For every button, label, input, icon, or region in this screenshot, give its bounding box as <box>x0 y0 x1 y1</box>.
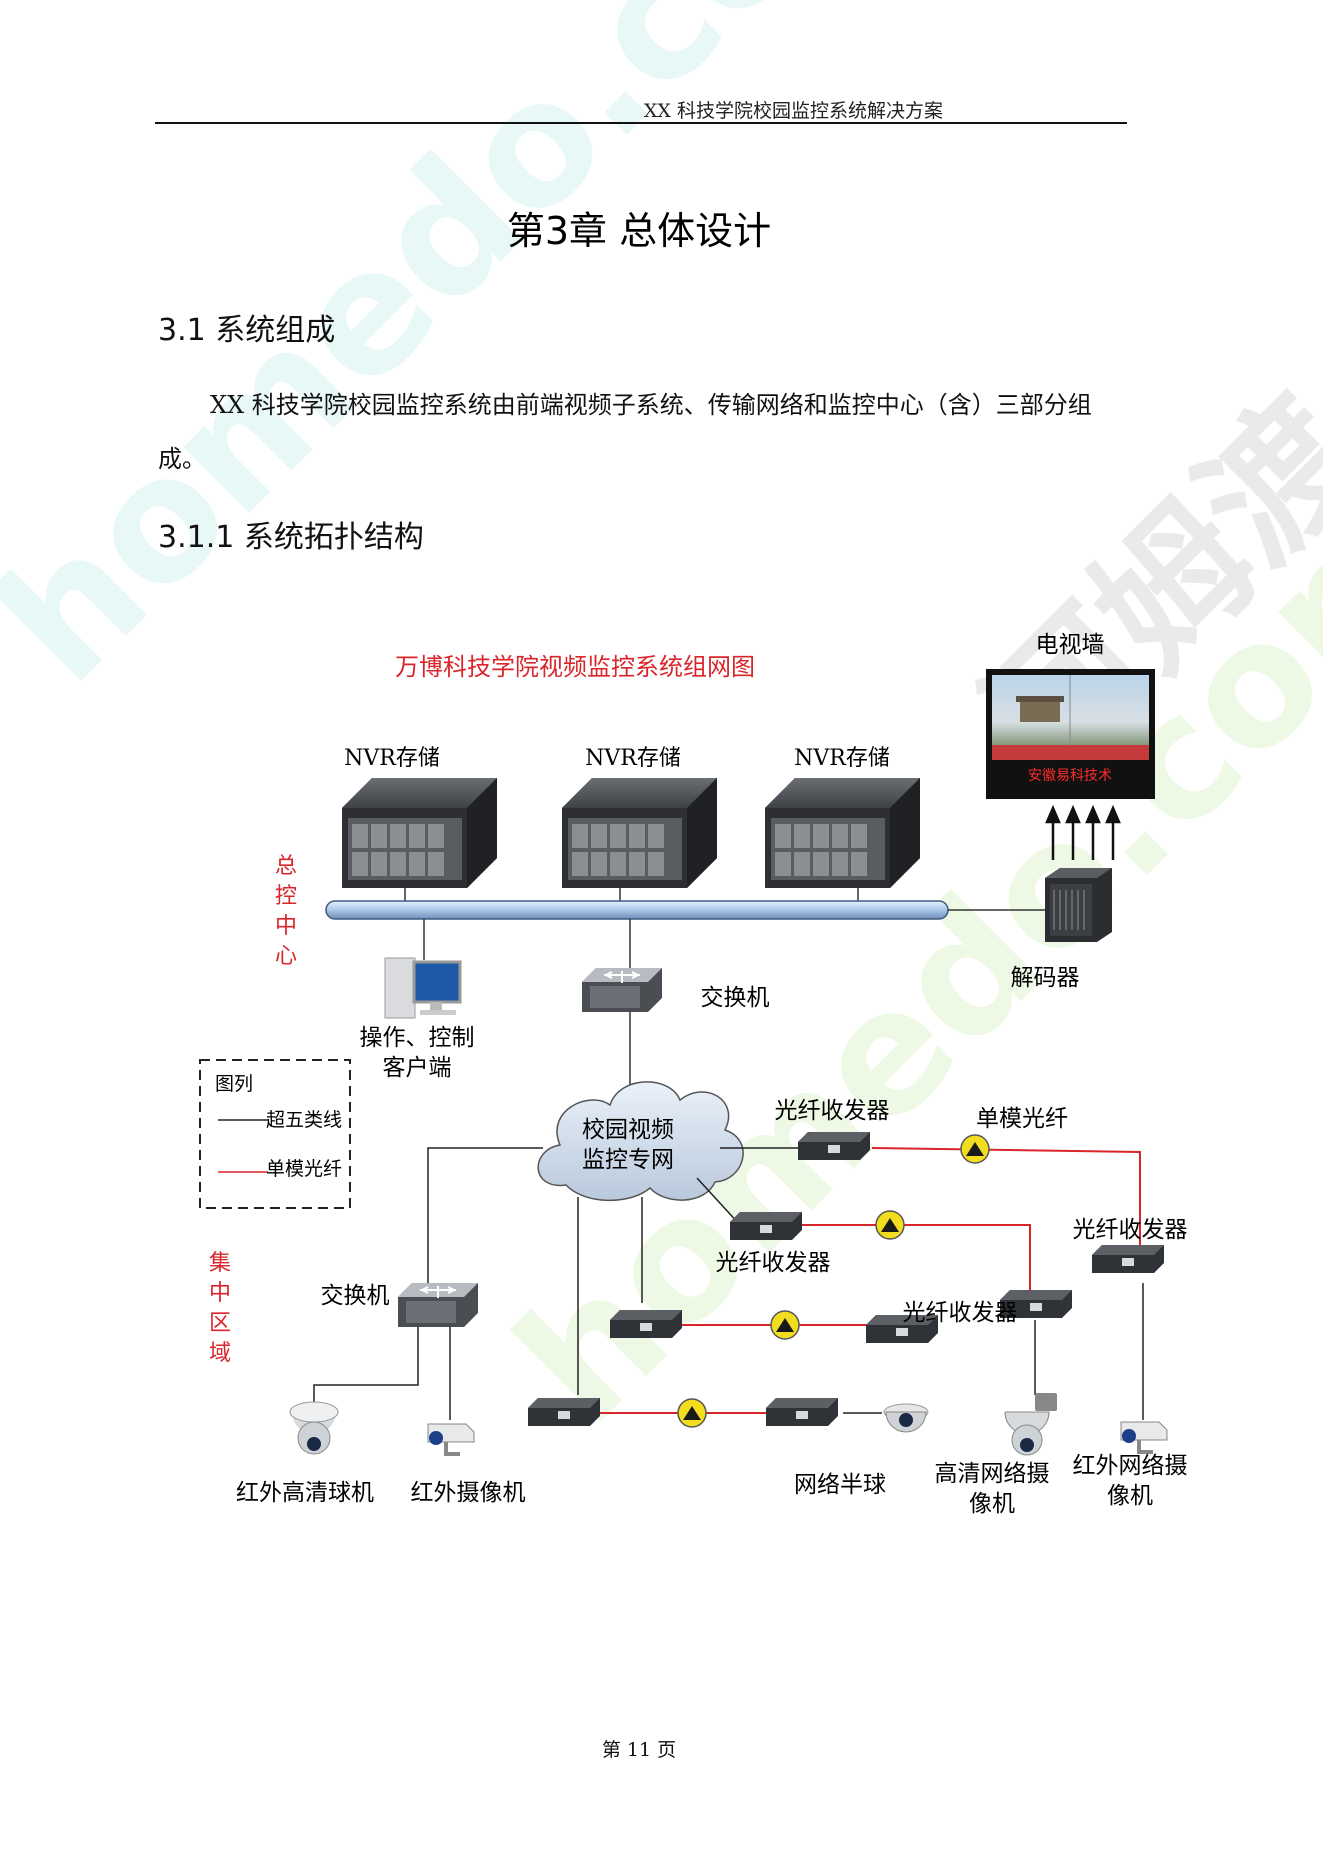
fiber-transceiver-3 <box>610 1310 682 1338</box>
fiber-transceiver-6 <box>1092 1245 1164 1273</box>
subsection-title: 3.1.1 系统拓扑结构 <box>158 520 424 555</box>
header-rule <box>155 122 1127 124</box>
decoder-label: 解码器 <box>1011 965 1080 991</box>
cloud-label-line2: 监控专网 <box>582 1147 674 1173</box>
fiber-node-4 <box>677 1398 707 1428</box>
svg-text:中: 中 <box>275 914 297 939</box>
client-label-line2: 客户端 <box>383 1055 452 1081</box>
section-title: 3.1 系统组成 <box>158 313 336 348</box>
single-mode-fiber-label: 单模光纤 <box>976 1106 1068 1132</box>
transceiver-label-4: 光纤收发器 <box>903 1300 1018 1326</box>
transceiver-label-1: 光纤收发器 <box>775 1098 890 1124</box>
fiber-transceiver-1 <box>798 1132 870 1160</box>
hd-network-camera <box>1004 1393 1057 1456</box>
diagram-title: 万博科技学院视频监控系统组网图 <box>395 653 755 681</box>
fiber-transceiver-2 <box>730 1212 802 1240</box>
transceiver-label-2: 光纤收发器 <box>1073 1217 1188 1243</box>
video-output-arrows <box>1045 804 1121 860</box>
running-header: XX 科技学院校园监控系统解决方案 <box>643 100 943 122</box>
core-switch <box>581 967 663 1013</box>
camera-label-3: 网络半球 <box>794 1472 886 1498</box>
cat5-links <box>313 1147 1144 1420</box>
svg-text:心: 心 <box>275 944 297 969</box>
ir-network-camera <box>1119 1420 1169 1454</box>
transceiver-label-3: 光纤收发器 <box>716 1250 831 1276</box>
svg-text:中: 中 <box>209 1281 231 1306</box>
ir-hd-ptz-camera <box>289 1401 339 1455</box>
decoder <box>1045 868 1112 942</box>
legend-fiber: 单模光纤 <box>266 1158 342 1180</box>
camera-label-1: 红外高清球机 <box>236 1480 374 1506</box>
chapter-title: 第3章 总体设计 <box>506 209 772 253</box>
fiber-node-3 <box>770 1310 800 1340</box>
svg-text:集: 集 <box>209 1251 231 1276</box>
nvr-label-1: NVR存储 <box>344 746 440 771</box>
client-label-line1: 操作、控制 <box>360 1025 475 1051</box>
legend-box <box>199 1059 351 1209</box>
page-number: 第 11 页 <box>601 1739 677 1761</box>
core-switch-label: 交换机 <box>701 985 770 1011</box>
fiber-transceiver-7 <box>528 1398 600 1426</box>
camera-label-2: 红外摄像机 <box>411 1480 526 1506</box>
legend-cat5: 超五类线 <box>266 1109 342 1131</box>
nvr-storage-1 <box>342 778 497 888</box>
svg-text:域: 域 <box>209 1341 231 1366</box>
backbone-bus <box>325 900 949 920</box>
campus-network-cloud <box>537 1081 744 1202</box>
tv-wall-label: 电视墙 <box>1036 632 1105 658</box>
nvr-storage-3 <box>765 778 920 888</box>
legend-title: 图列 <box>215 1073 253 1095</box>
camera-label-4-line1: 高清网络摄 <box>935 1461 1050 1487</box>
fiber-node-2 <box>875 1210 905 1240</box>
client-pc <box>384 957 462 1019</box>
area-switch-label: 交换机 <box>321 1283 390 1309</box>
tv-caption: 安徽易科技术 <box>1028 768 1112 784</box>
control-center-label: 总控 中心 <box>275 854 297 969</box>
camera-label-4-line2: 像机 <box>969 1491 1015 1517</box>
concentrated-area-label: 集中 区域 <box>209 1251 231 1366</box>
camera-label-5-line2: 像机 <box>1107 1483 1153 1509</box>
svg-text:总: 总 <box>275 854 297 879</box>
fiber-transceiver-8 <box>766 1398 838 1426</box>
network-dome-camera <box>883 1403 929 1433</box>
ir-camera <box>426 1422 476 1456</box>
nvr-label-3: NVR存储 <box>794 746 890 771</box>
nvr-label-2: NVR存储 <box>585 746 681 771</box>
area-switch <box>397 1282 479 1328</box>
camera-label-5-line1: 红外网络摄 <box>1073 1453 1188 1479</box>
svg-text:控: 控 <box>275 884 297 909</box>
fiber-node-1 <box>960 1134 990 1164</box>
svg-text:区: 区 <box>209 1311 231 1336</box>
nvr-storage-2 <box>562 778 717 888</box>
body-paragraph: XX 科技学院校园监控系统由前端视频子系统、传输网络和监控中心（含）三部分组成。 <box>158 391 1092 473</box>
cloud-label-line1: 校园视频 <box>582 1117 674 1143</box>
